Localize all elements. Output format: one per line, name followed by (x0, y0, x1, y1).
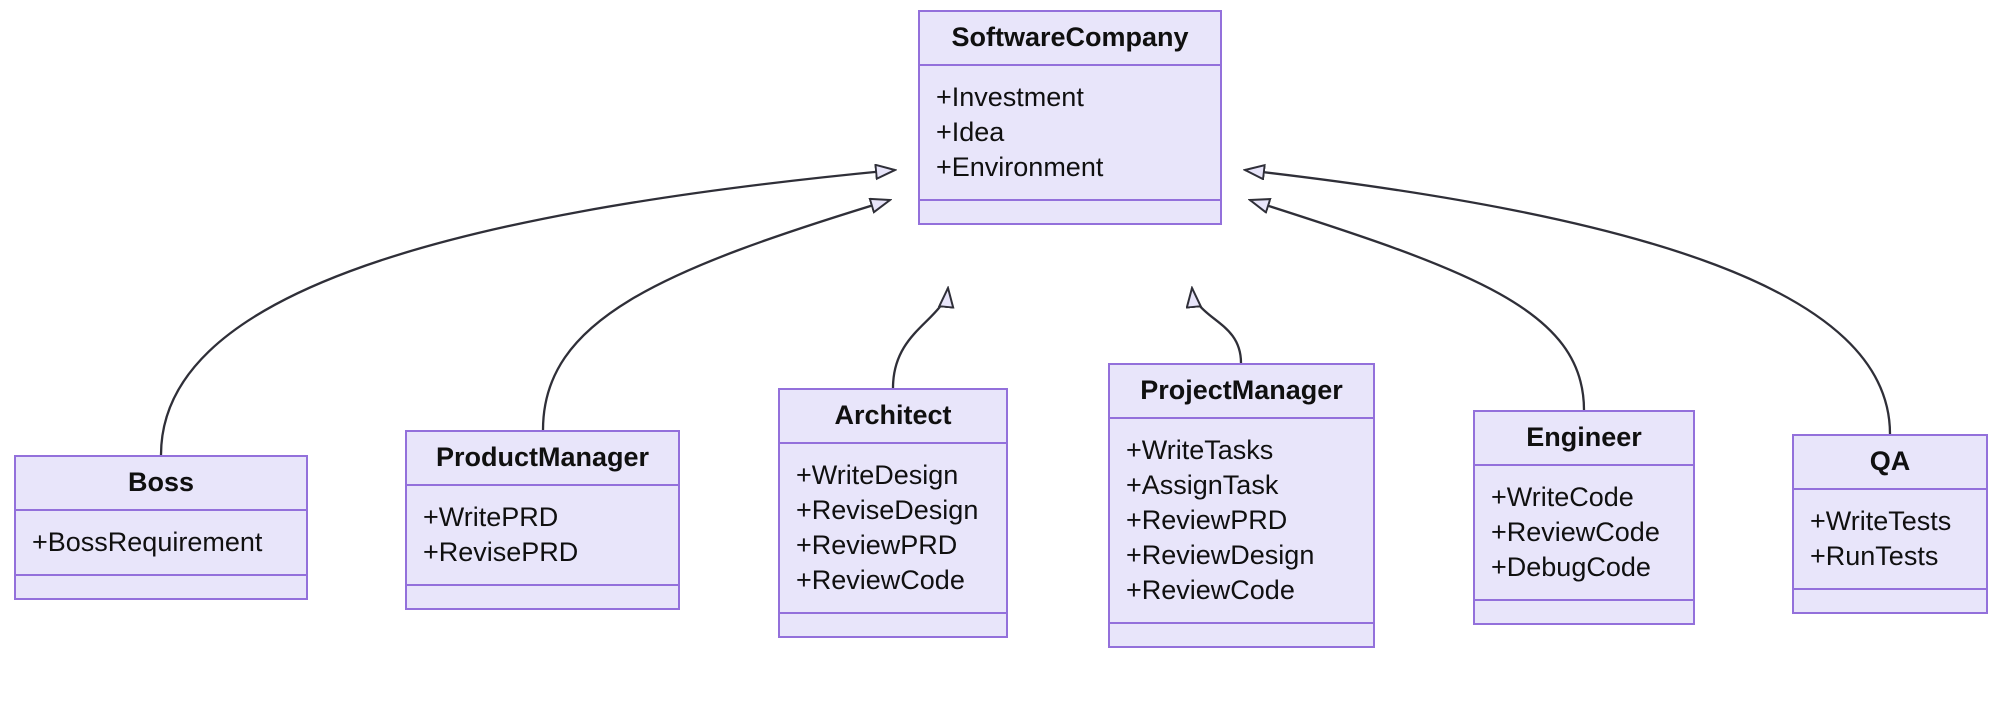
class-attribute: +WriteTests (1810, 506, 1952, 536)
class-title: QA (1794, 436, 1986, 490)
class-attribute: +ReviseDesign (796, 495, 979, 525)
class-title: SoftwareCompany (920, 12, 1220, 66)
class-attribute: +ReviewCode (796, 565, 965, 595)
class-attributes: +WriteCode +ReviewCode +DebugCode (1475, 466, 1693, 601)
class-attribute: +WritePRD (423, 502, 559, 532)
class-methods-empty (407, 586, 678, 608)
class-attribute: +ReviewCode (1126, 575, 1295, 605)
class-attribute: +ReviewDesign (1126, 540, 1315, 570)
class-attribute: +AssignTask (1126, 470, 1279, 500)
class-node-productmanager[interactable]: ProductManager +WritePRD +RevisePRD (405, 430, 680, 610)
class-attributes: +WriteTests +RunTests (1794, 490, 1986, 590)
class-attributes: +WriteDesign +ReviseDesign +ReviewPRD +R… (780, 444, 1006, 614)
class-attributes: +Investment +Idea +Environment (920, 66, 1220, 201)
class-attribute: +WriteDesign (796, 460, 959, 490)
class-methods-empty (1110, 624, 1373, 646)
class-node-projectmanager[interactable]: ProjectManager +WriteTasks +AssignTask +… (1108, 363, 1375, 648)
class-node-engineer[interactable]: Engineer +WriteCode +ReviewCode +DebugCo… (1473, 410, 1695, 625)
edge-projectmanager-to-softwarecompany (1192, 288, 1243, 364)
class-methods-empty (920, 201, 1220, 223)
class-node-softwarecompany[interactable]: SoftwareCompany +Investment +Idea +Envir… (918, 10, 1222, 225)
class-attribute: +Environment (936, 152, 1104, 182)
class-node-boss[interactable]: Boss +BossRequirement (14, 455, 308, 600)
class-attribute: +RunTests (1810, 541, 1939, 571)
class-attribute: +RevisePRD (423, 537, 579, 567)
class-attributes: +WriteTasks +AssignTask +ReviewPRD +Revi… (1110, 419, 1373, 624)
class-attribute: +Investment (936, 82, 1084, 112)
class-attributes: +WritePRD +RevisePRD (407, 486, 678, 586)
class-attribute: +WriteTasks (1126, 435, 1274, 465)
class-attribute: +BossRequirement (32, 527, 263, 557)
class-attribute: +ReviewPRD (1126, 505, 1288, 535)
class-attributes: +BossRequirement (16, 511, 306, 576)
class-methods-empty (1475, 601, 1693, 623)
class-title: ProductManager (407, 432, 678, 486)
edge-architect-to-softwarecompany (891, 288, 948, 389)
class-title: Architect (780, 390, 1006, 444)
class-title: Boss (16, 457, 306, 511)
class-methods-empty (16, 576, 306, 598)
class-title: ProjectManager (1110, 365, 1373, 419)
class-title: Engineer (1475, 412, 1693, 466)
class-node-qa[interactable]: QA +WriteTests +RunTests (1792, 434, 1988, 614)
class-attribute: +WriteCode (1491, 482, 1634, 512)
class-attribute: +DebugCode (1491, 552, 1651, 582)
class-methods-empty (780, 614, 1006, 636)
class-methods-empty (1794, 590, 1986, 612)
class-attribute: +ReviewPRD (796, 530, 958, 560)
class-node-architect[interactable]: Architect +WriteDesign +ReviseDesign +Re… (778, 388, 1008, 638)
class-attribute: +Idea (936, 117, 1005, 147)
class-attribute: +ReviewCode (1491, 517, 1660, 547)
